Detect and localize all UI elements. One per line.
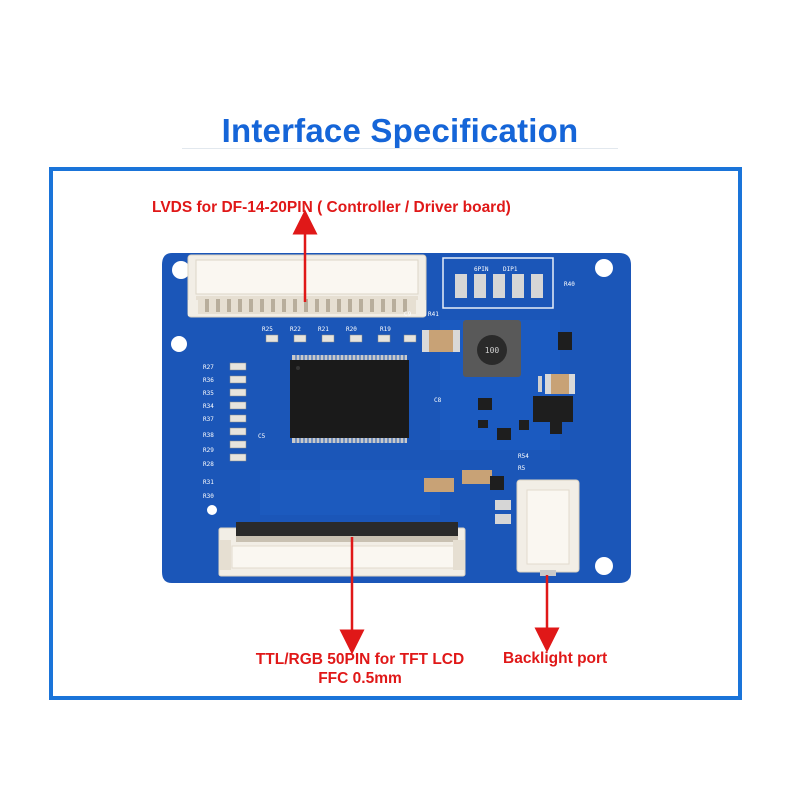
silk-label: C8 xyxy=(434,397,442,404)
silk-label: R36 xyxy=(203,377,214,384)
silk-label: 6PIN xyxy=(474,266,489,273)
mounting-hole xyxy=(207,505,217,515)
silk-label: R21 xyxy=(318,326,329,333)
inductor: 100 xyxy=(463,320,521,377)
inductor-value: 100 xyxy=(485,346,500,355)
main-ic-chip xyxy=(290,355,409,443)
silk-label: R41 xyxy=(428,311,439,318)
title-underline xyxy=(182,148,618,149)
silk-label: R30 xyxy=(203,493,214,500)
silk-label: DIP1 xyxy=(503,266,518,273)
transistors xyxy=(478,332,573,490)
resistor-column: R27 R36 R35 R34 R37 R38 R29 R28 R31 R30 … xyxy=(203,362,266,500)
backlight-label: Backlight port xyxy=(503,650,608,667)
silk-label: R25 xyxy=(262,326,273,333)
silk-label: R20 xyxy=(346,326,357,333)
silk-label: R31 xyxy=(203,479,214,486)
mounting-hole xyxy=(172,261,190,279)
mounting-hole xyxy=(171,336,187,352)
silk-label: R54 xyxy=(518,453,529,460)
lvds-label: LVDS for DF-14-20PIN ( Controller / Driv… xyxy=(152,199,511,216)
silk-label: C9 xyxy=(404,311,412,318)
page-title: Interface Specification xyxy=(221,112,579,149)
ffc-50pin-connector xyxy=(218,522,466,577)
resistor-row: R25 R22 R21 R20 R19 R41 C8 C9 R54 R5 R40 xyxy=(262,281,575,472)
ttl-label-line1: TTL/RGB 50PIN for TFT LCD xyxy=(255,651,465,668)
silk-label: R38 xyxy=(203,432,214,439)
lvds-connector xyxy=(187,254,427,318)
silk-label: R35 xyxy=(203,390,214,397)
silk-label: R34 xyxy=(203,403,214,410)
ttl-label-line2: FFC 0.5mm xyxy=(318,670,402,687)
silk-label: R19 xyxy=(380,326,391,333)
ttl-label: TTL/RGB 50PIN for TFT LCD FFC 0.5mm xyxy=(205,650,515,688)
silk-label: C5 xyxy=(258,433,266,440)
silk-label: R29 xyxy=(203,447,214,454)
dip-pads: 6PIN DIP1 xyxy=(442,257,554,309)
capacitors xyxy=(422,330,575,492)
silk-label: R40 xyxy=(564,281,575,288)
silk-label: R37 xyxy=(203,416,214,423)
mounting-hole xyxy=(595,259,613,277)
silk-label: R27 xyxy=(203,364,214,371)
mounting-hole xyxy=(595,557,613,575)
silk-label: R22 xyxy=(290,326,301,333)
silk-label: R28 xyxy=(203,461,214,468)
backlight-connector xyxy=(495,479,580,576)
silk-label: R5 xyxy=(518,465,526,472)
